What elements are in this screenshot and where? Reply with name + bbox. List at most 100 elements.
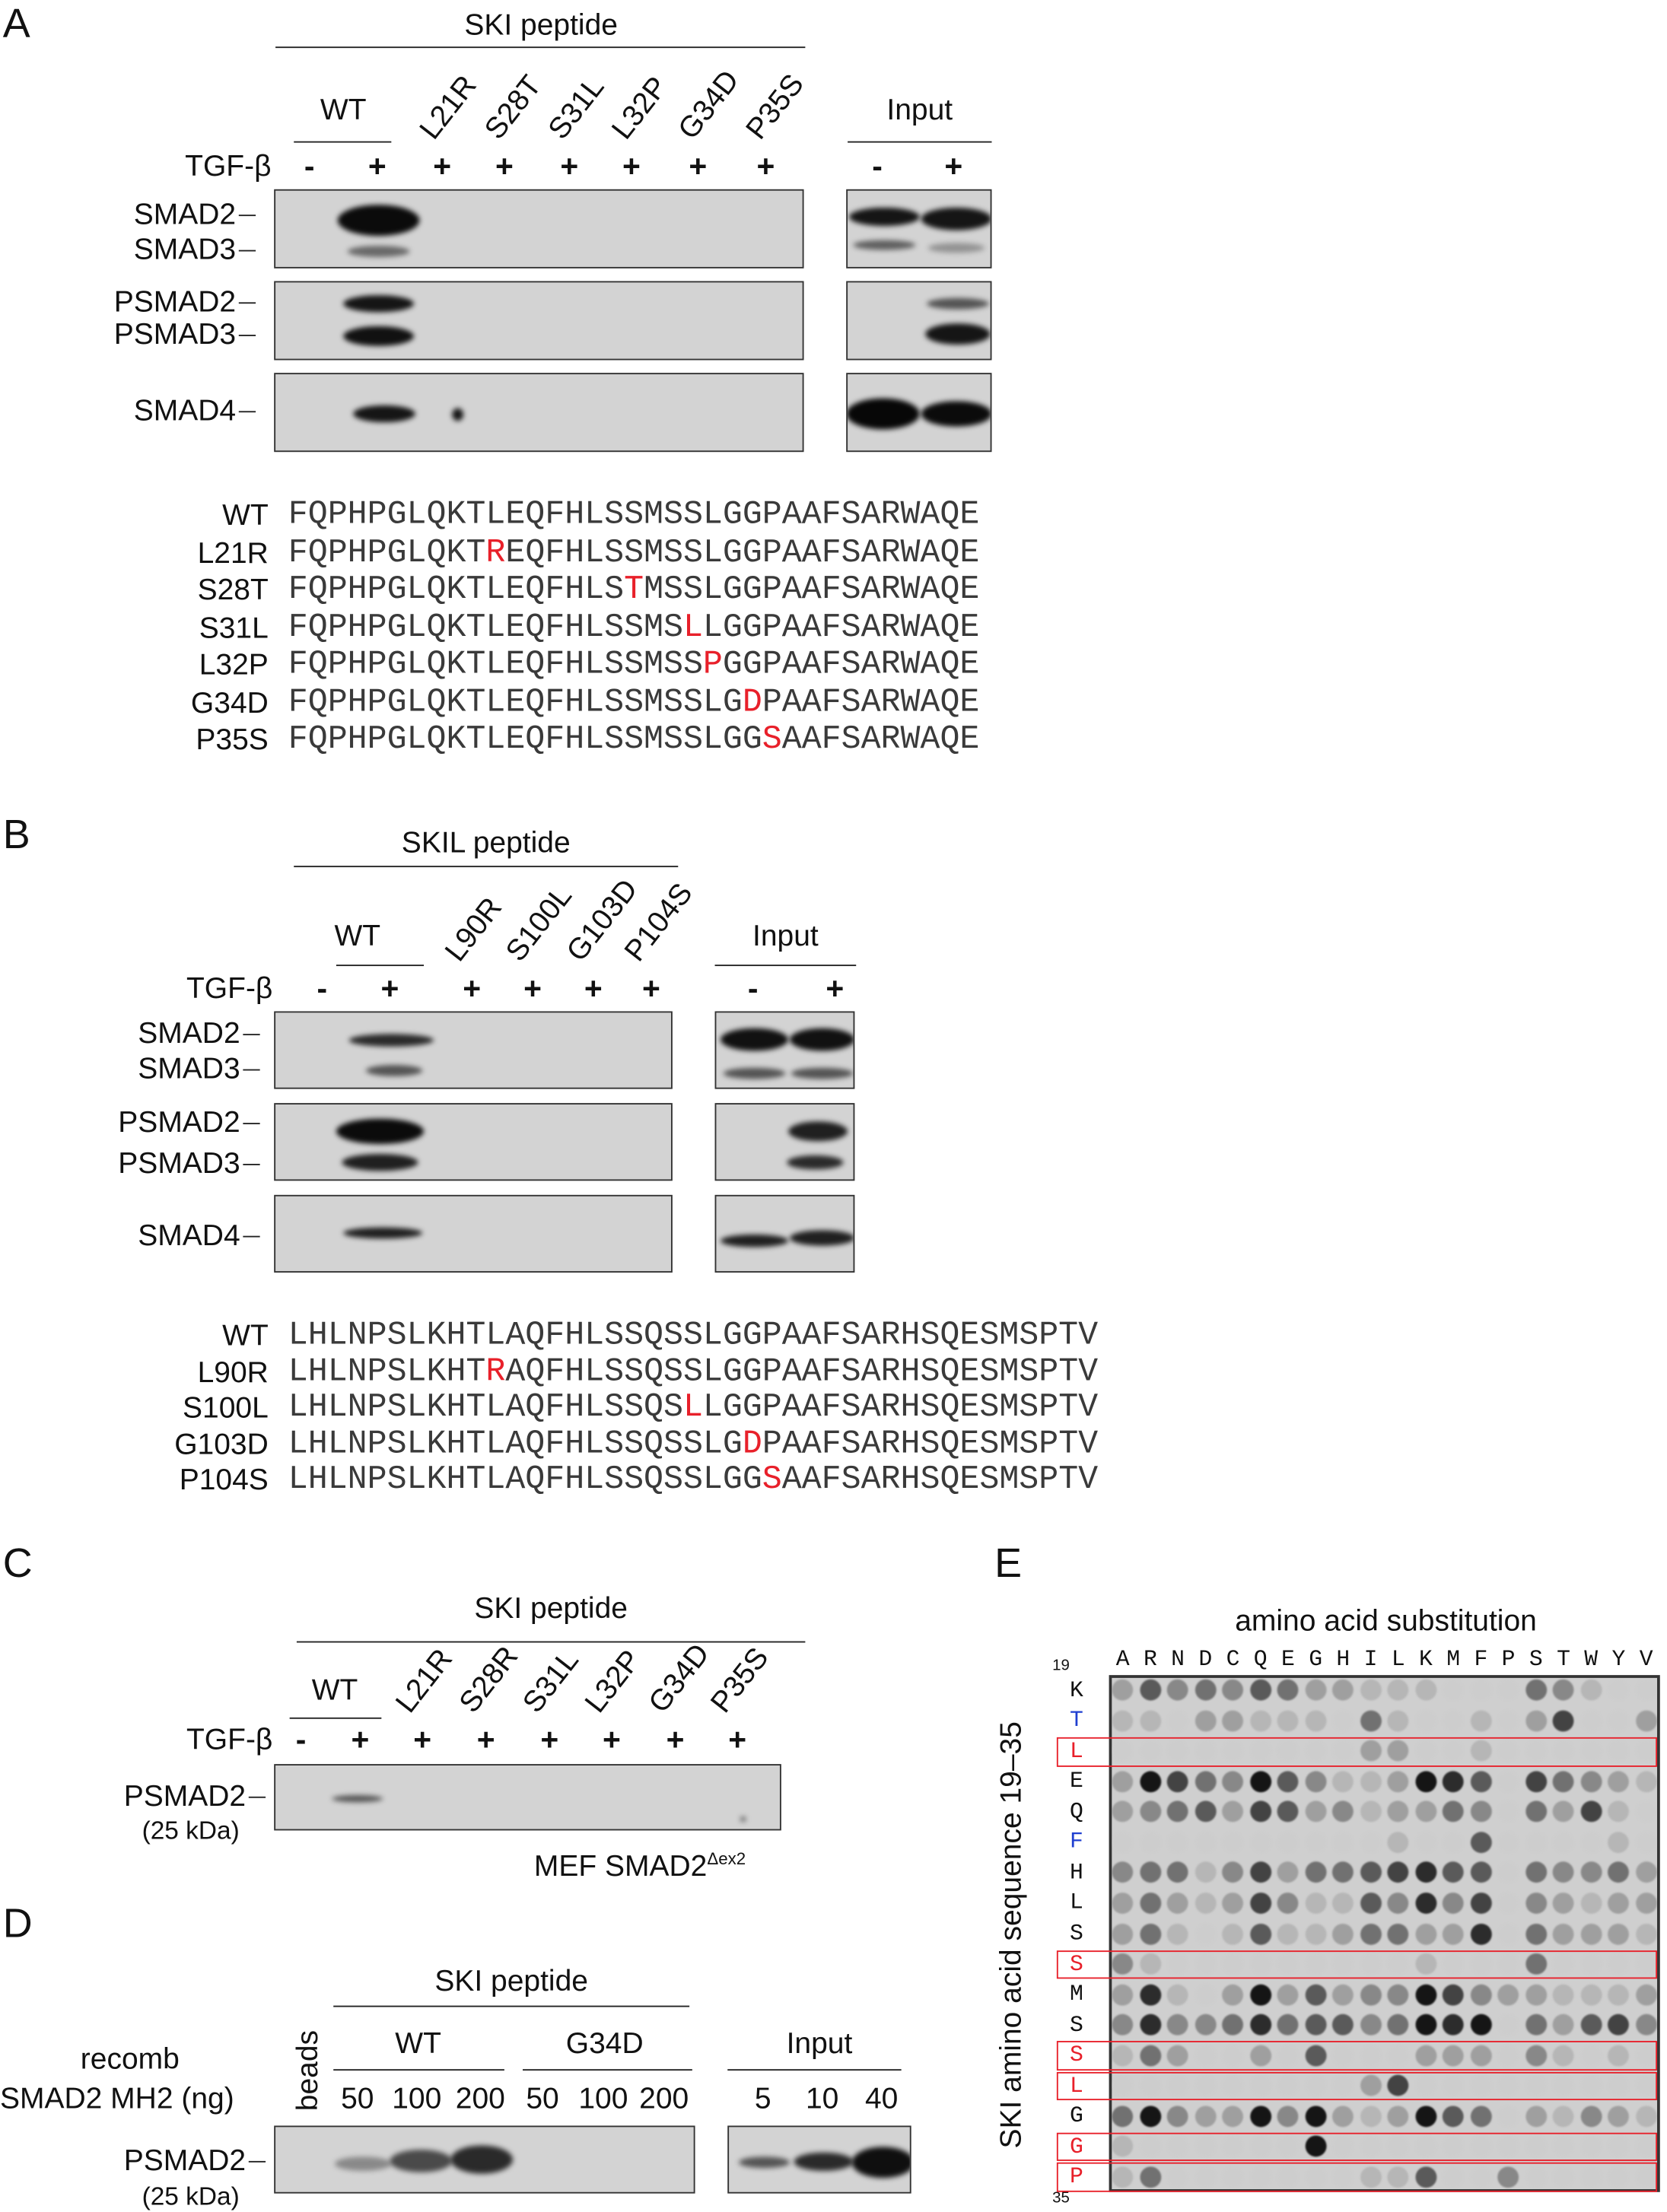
- array-spot: [1167, 2044, 1189, 2066]
- protein-band: [336, 1118, 425, 1145]
- array-spot: [1249, 1983, 1271, 2005]
- array-spot: [1249, 1953, 1271, 1975]
- protein-band: [787, 1155, 844, 1170]
- array-spot: [1525, 1832, 1547, 1853]
- array-spot: [1580, 1923, 1602, 1944]
- array-spot: [1387, 1893, 1409, 1914]
- label-tick: [243, 1069, 260, 1072]
- array-spot: [1553, 1862, 1574, 1883]
- array-spot: [1635, 1710, 1657, 1732]
- array-spot: [1305, 1893, 1327, 1914]
- array-spot: [1415, 1680, 1436, 1702]
- array-spot: [1305, 1862, 1327, 1883]
- array-spot: [1332, 2105, 1354, 2127]
- array-spot: [1470, 2105, 1492, 2127]
- treatment-sign: +: [540, 1721, 559, 1757]
- amount-label: 200: [455, 2082, 505, 2115]
- input-blot-smad4: [846, 373, 992, 453]
- array-spot: [1470, 1953, 1492, 1975]
- array-spot: [1497, 1680, 1519, 1702]
- protein-band: [332, 1794, 383, 1802]
- array-spot: [1222, 2074, 1244, 2096]
- array-spot: [1553, 1953, 1574, 1975]
- array-spot: [1332, 1923, 1354, 1944]
- highlighted-row-box: [1056, 1950, 1658, 1979]
- array-spot: [1553, 1680, 1574, 1702]
- array-spot: [1332, 1801, 1354, 1823]
- array-spot: [1470, 2074, 1492, 2096]
- mutated-residue: S: [762, 1460, 782, 1498]
- array-spot: [1635, 1801, 1657, 1823]
- label-tick: [243, 1123, 260, 1125]
- array-spot: [1332, 1983, 1354, 2005]
- sequence-segment: AAFSARHSQESMSPTV: [781, 1460, 1099, 1498]
- array-spot: [1525, 1923, 1547, 1944]
- array-spot: [1553, 2135, 1574, 2157]
- array-spot: [1112, 1862, 1134, 1883]
- array-spot: [1443, 2013, 1465, 2036]
- array-spot: [1553, 1923, 1574, 1944]
- array-spot: [1635, 1771, 1657, 1792]
- array-spot: [1139, 2074, 1161, 2096]
- protein-band: [343, 295, 415, 313]
- array-spot: [1167, 1893, 1189, 1914]
- treatment-sign: +: [584, 970, 603, 1006]
- mutated-residue: D: [742, 683, 762, 720]
- array-spot: [1305, 1953, 1327, 1975]
- protein-band: [927, 297, 989, 310]
- array-spot: [1580, 1710, 1602, 1732]
- array-spot: [1553, 1832, 1574, 1853]
- sequence-segment: PAAFSARWAQE: [762, 683, 980, 720]
- array-spot: [1112, 1680, 1134, 1702]
- array-spot: [1360, 1923, 1382, 1944]
- array-spot: [1277, 1862, 1299, 1883]
- array-spot: [1497, 1740, 1519, 1762]
- array-spot: [1139, 1923, 1161, 1944]
- highlighted-row-box: [1056, 1737, 1658, 1767]
- sequence-name: S28T: [197, 574, 269, 607]
- array-spot: [1167, 2166, 1189, 2188]
- blot-psmad2: [274, 1764, 781, 1831]
- array-spot: [1222, 1801, 1244, 1823]
- sequence-segment: FQPHPGLQKTLEQFHLSSMSSLGG: [288, 720, 762, 758]
- array-spot: [1360, 1983, 1382, 2005]
- protein-band: [720, 1028, 789, 1051]
- sequence-name: P35S: [196, 723, 269, 757]
- array-spot: [1387, 1771, 1409, 1792]
- column-amino-acid: F: [1474, 1647, 1488, 1673]
- protein-band: [342, 1154, 418, 1171]
- array-spot: [1332, 1771, 1354, 1792]
- array-spot: [1112, 1801, 1134, 1823]
- array-spot: [1195, 1983, 1217, 2005]
- protein-band: [452, 407, 464, 421]
- panel-label-d: D: [2, 1902, 33, 1947]
- array-spot: [1195, 1771, 1217, 1792]
- array-spot: [1443, 2166, 1465, 2188]
- array-spot: [1112, 2135, 1134, 2157]
- sequence-segment: LGGPAAFSARHSQESMSPTV: [702, 1388, 1099, 1426]
- blot-label-smad2: SMAD2: [133, 198, 237, 231]
- array-spot: [1387, 1862, 1409, 1883]
- label-tick: [238, 249, 256, 253]
- array-spot: [1305, 1680, 1327, 1702]
- array-spot: [1443, 1862, 1465, 1883]
- array-spot: [1360, 1893, 1382, 1914]
- array-spot: [1139, 1953, 1161, 1975]
- mutant-label: L90R: [439, 891, 509, 968]
- array-spot: [1332, 1862, 1354, 1883]
- array-spot: [1525, 1680, 1547, 1702]
- treatment-sign: +: [463, 970, 482, 1006]
- array-spot: [1360, 1832, 1382, 1853]
- array-spot: [1470, 1862, 1492, 1883]
- blot-psmad2: [274, 2125, 695, 2194]
- column-amino-acid: Q: [1253, 1647, 1268, 1673]
- label-tick: [243, 1164, 260, 1166]
- array-spot: [1553, 2105, 1574, 2127]
- array-spot: [1525, 2074, 1547, 2096]
- array-spot: [1525, 1710, 1547, 1732]
- array-spot: [1222, 1680, 1244, 1702]
- treatment-sign: +: [560, 148, 579, 184]
- array-spot: [1277, 1983, 1299, 2005]
- array-spot: [1195, 1893, 1217, 1914]
- array-spot: [1580, 2013, 1602, 2036]
